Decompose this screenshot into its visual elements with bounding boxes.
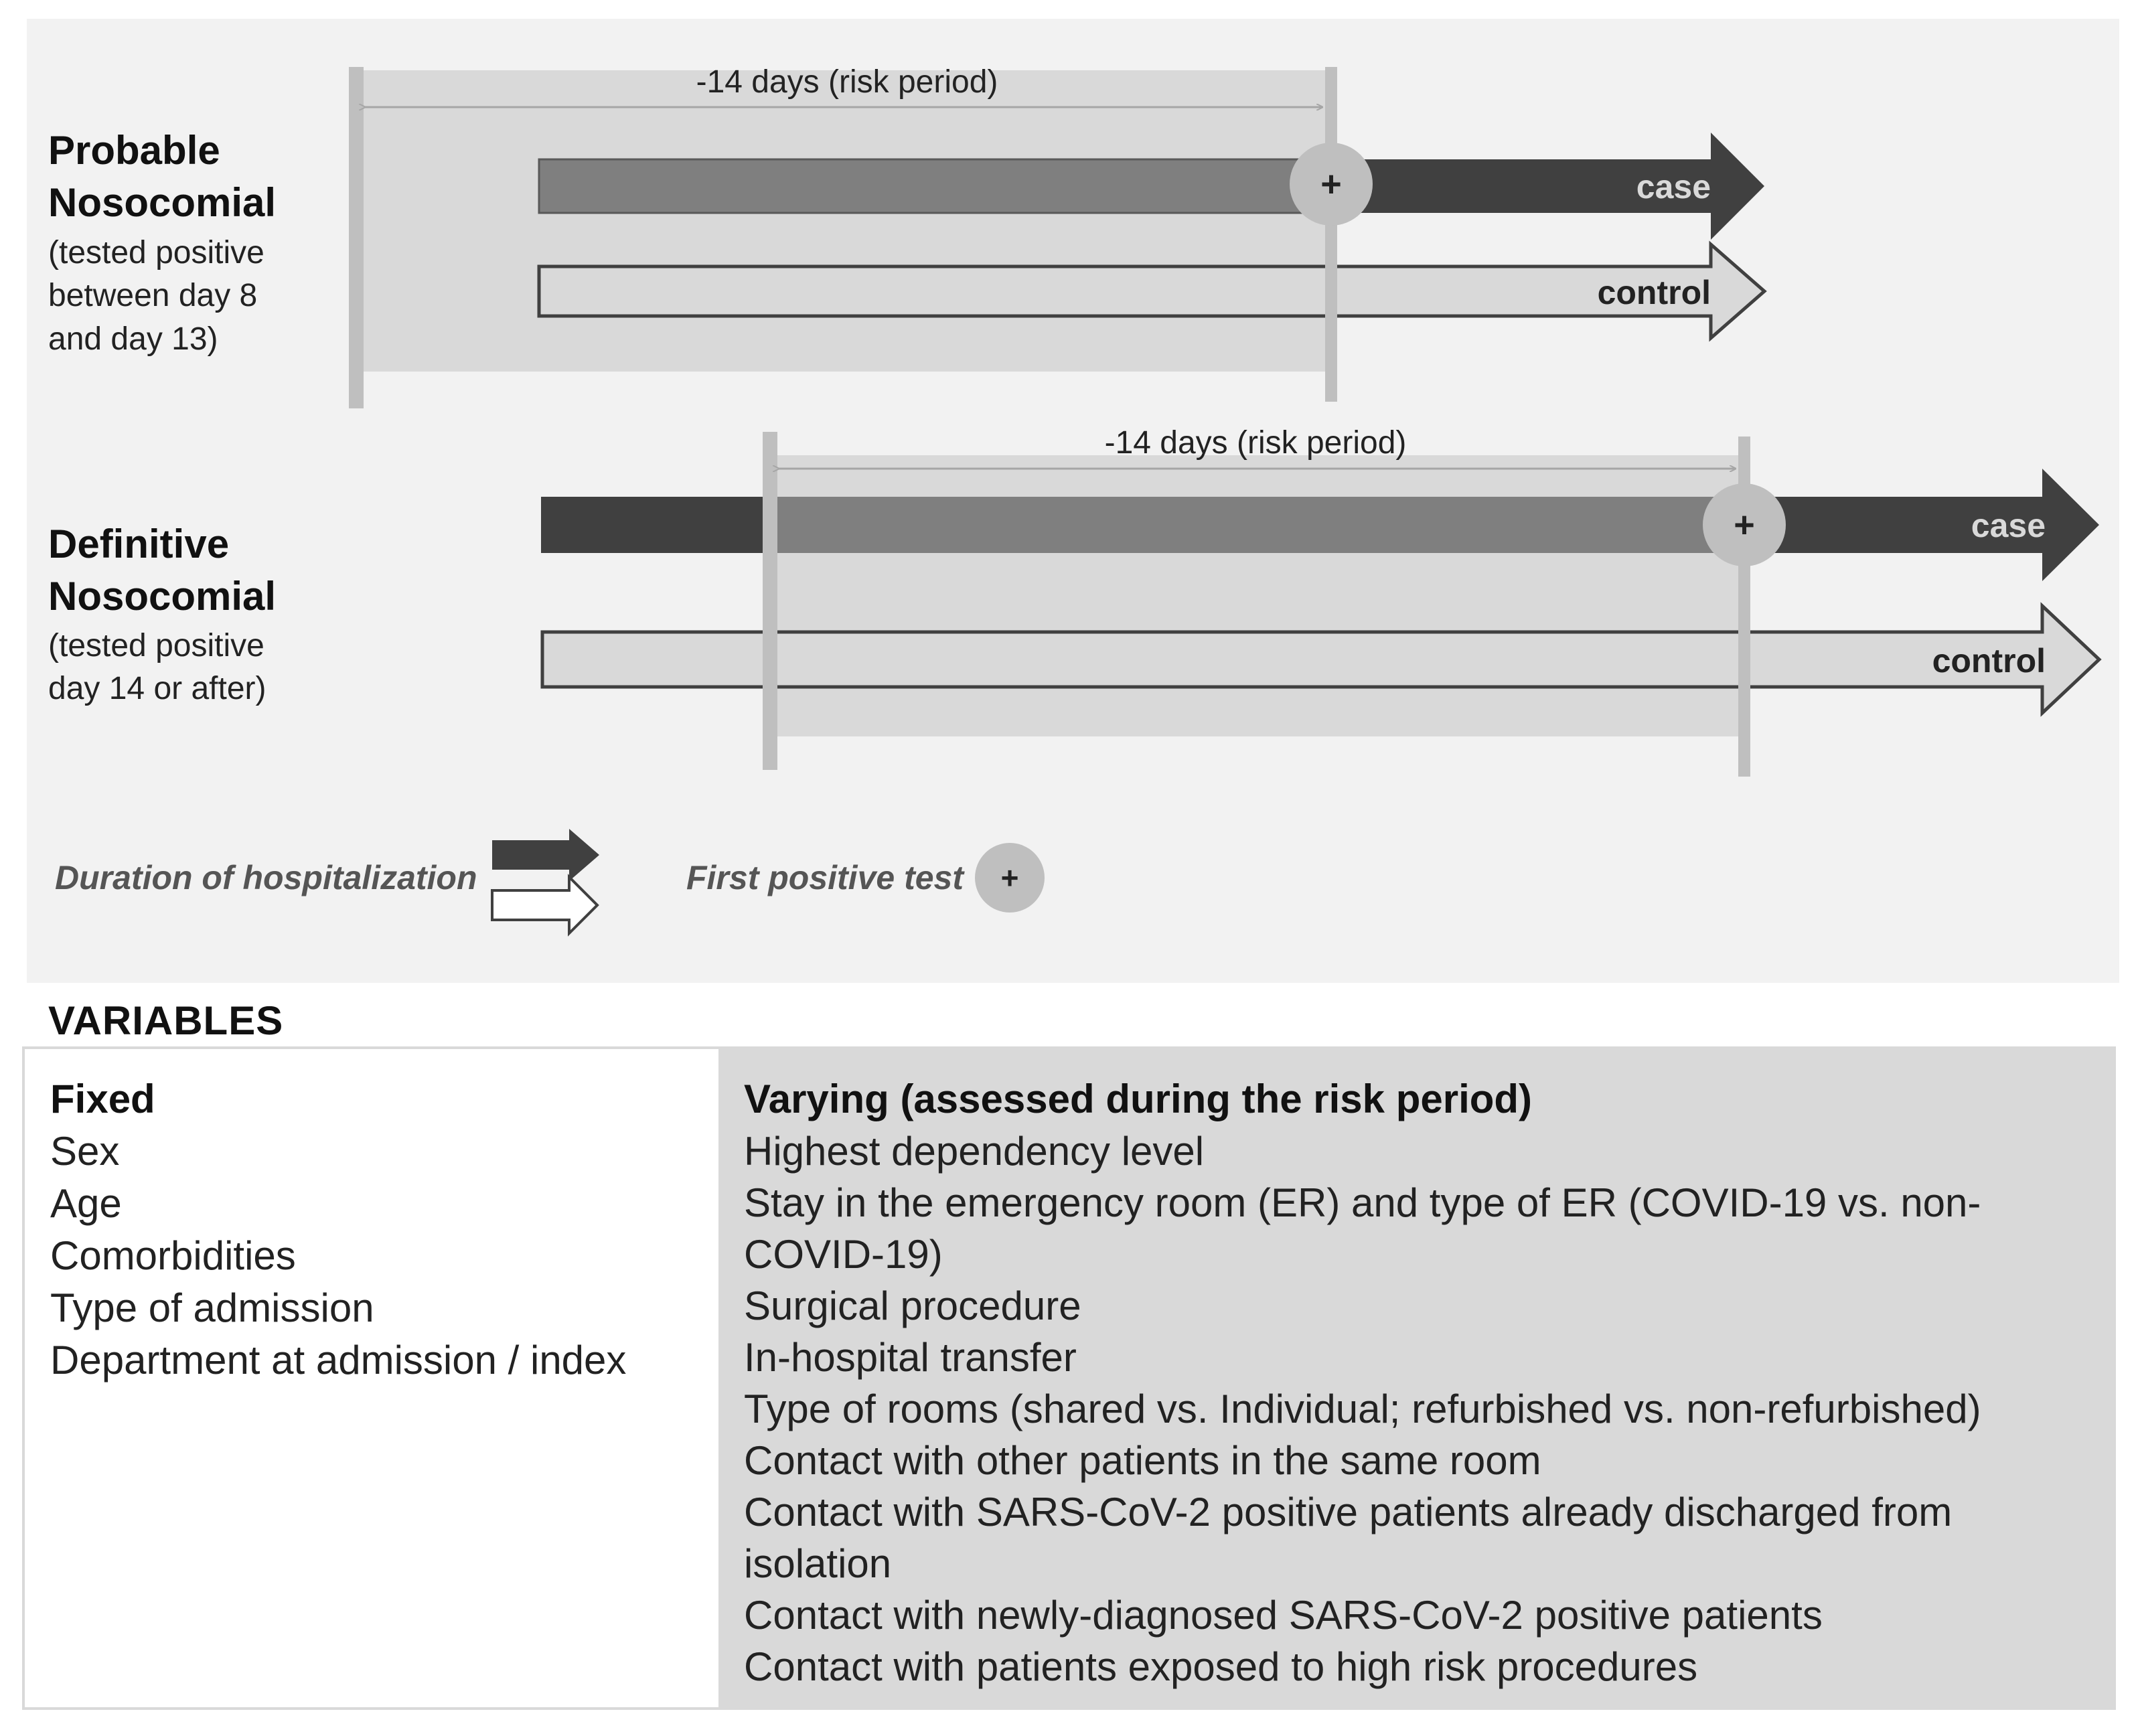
definitive-title-line1: Definitive <box>48 522 229 566</box>
fixed-variable-item: Sex <box>50 1129 120 1174</box>
probable-subtitle-line3: and day 13) <box>48 321 218 357</box>
legend-positive-symbol: + <box>1001 860 1019 895</box>
definitive-case-bar-before-risk <box>541 497 769 553</box>
legend-control-arrow-icon <box>491 874 599 937</box>
varying-variables-heading: Varying (assessed during the risk period… <box>744 1077 1533 1121</box>
legend-case-arrow-icon <box>492 829 599 881</box>
diagram-legend: Duration of hospitalization First positi… <box>55 829 1045 937</box>
probable-subtitle-line1: (tested positive <box>48 235 264 270</box>
probable-positive-symbol: + <box>1320 164 1342 204</box>
definitive-case-arrow <box>1743 469 2099 581</box>
definitive-subtitle-line2: day 14 or after) <box>48 671 266 706</box>
probable-subtitle-line2: between day 8 <box>48 278 257 313</box>
varying-variable-item: Surgical procedure <box>744 1283 1081 1328</box>
fixed-variable-item: Type of admission <box>50 1285 374 1330</box>
varying-variables-column: Varying (assessed during the risk period… <box>718 1049 2113 1707</box>
nosocomial-timeline-diagram: control case -14 days (risk period) + Pr… <box>27 19 2119 983</box>
varying-variable-item: Type of rooms (shared vs. Individual; re… <box>744 1387 1981 1431</box>
varying-variable-item: Highest dependency level <box>744 1129 1205 1174</box>
definitive-case-bar-risk <box>769 497 1743 553</box>
definitive-positive-marker <box>1703 483 1786 566</box>
varying-variable-item: Contact with patients exposed to high ri… <box>744 1644 1698 1689</box>
probable-control-label: control <box>1598 274 1711 311</box>
varying-variable-item: Contact with other patients in the same … <box>744 1438 1541 1483</box>
probable-risk-period-shade <box>356 70 1330 372</box>
definitive-control-arrow <box>540 602 2102 717</box>
definitive-subtitle-line1: (tested positive <box>48 628 264 663</box>
probable-case-arrow <box>1332 133 1764 240</box>
definitive-risk-period-label: -14 days (risk period) <box>1105 425 1407 461</box>
fixed-variable-item: Comorbidities <box>50 1233 296 1278</box>
legend-first-positive-label: First positive test <box>686 859 965 896</box>
varying-variable-item: In-hospital transfer <box>744 1335 1077 1380</box>
definitive-positive-symbol: + <box>1734 505 1755 545</box>
probable-control-arrow <box>537 240 1767 342</box>
probable-case-label: case <box>1636 168 1711 206</box>
probable-title-line2: Nosocomial <box>48 180 276 225</box>
varying-variable-item: Contact with newly-diagnosed SARS-CoV-2 … <box>744 1593 1823 1638</box>
variables-table: Fixed Sex Age Comorbidities Type of admi… <box>22 1046 2116 1710</box>
variables-title: VARIABLES <box>48 998 284 1043</box>
probable-positive-marker <box>1290 143 1373 226</box>
probable-risk-period-label: -14 days (risk period) <box>696 64 998 100</box>
fixed-variable-item: Age <box>50 1181 122 1226</box>
definitive-case-label: case <box>1971 507 2046 544</box>
fixed-variables-list: Sex Age Comorbidities Type of admission … <box>50 1125 718 1387</box>
varying-variable-item: Stay in the emergency room (ER) and type… <box>744 1180 1981 1277</box>
definitive-nosocomial-group: control case -14 days (risk period) + De… <box>48 425 2102 777</box>
definitive-control-label: control <box>1932 642 2046 680</box>
fixed-variables-column: Fixed Sex Age Comorbidities Type of admi… <box>25 1049 718 1707</box>
fixed-variable-item: Department at admission / index <box>50 1338 627 1383</box>
probable-nosocomial-group: control case -14 days (risk period) + Pr… <box>48 64 1767 408</box>
legend-duration-label: Duration of hospitalization <box>55 859 477 896</box>
probable-title-line1: Probable <box>48 128 220 173</box>
varying-variable-item: Contact with SARS-CoV-2 positive patient… <box>744 1490 1953 1586</box>
fixed-variables-heading: Fixed <box>50 1077 155 1121</box>
varying-variables-list: Highest dependency level Stay in the eme… <box>744 1125 2086 1692</box>
definitive-title-line2: Nosocomial <box>48 574 276 619</box>
legend-positive-marker-icon <box>975 843 1045 913</box>
probable-case-bar <box>538 158 1334 214</box>
